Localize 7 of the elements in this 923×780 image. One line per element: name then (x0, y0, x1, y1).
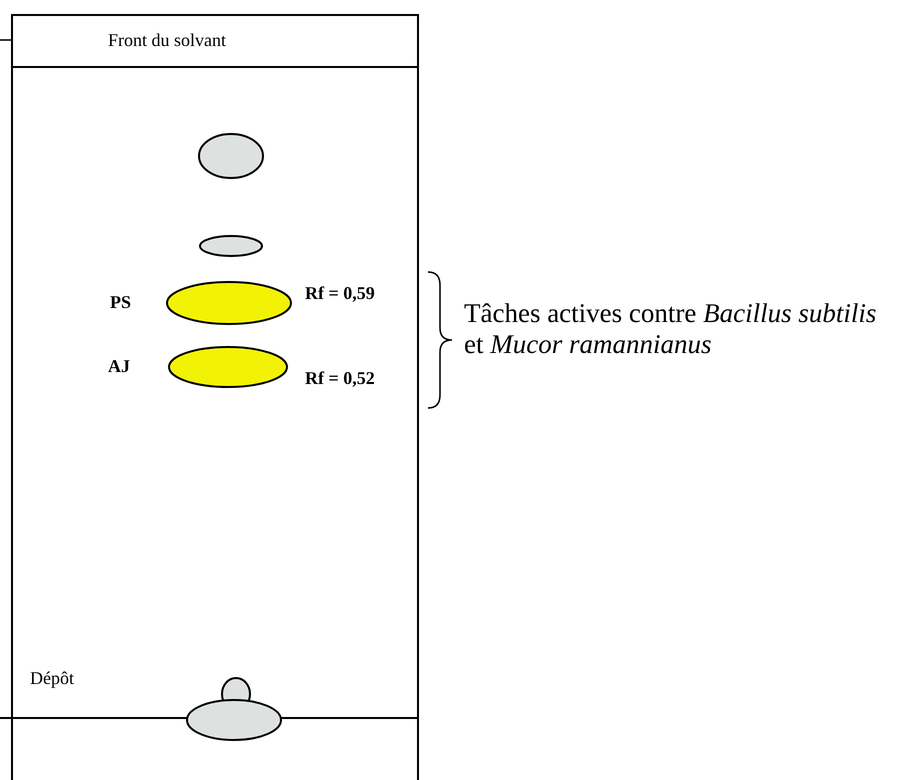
plate-label: Dépôt (30, 668, 74, 689)
plate-label: Front du solvant (108, 30, 226, 51)
rf-value: Rf = 0,59 (305, 283, 375, 304)
annotation-text: Tâches actives contre Bacillus subtilis et Mucor ramannianus (464, 298, 878, 360)
sample-label: PS (110, 292, 132, 313)
sample-label: AJ (108, 356, 130, 377)
rf-value: Rf = 0,52 (305, 368, 375, 389)
